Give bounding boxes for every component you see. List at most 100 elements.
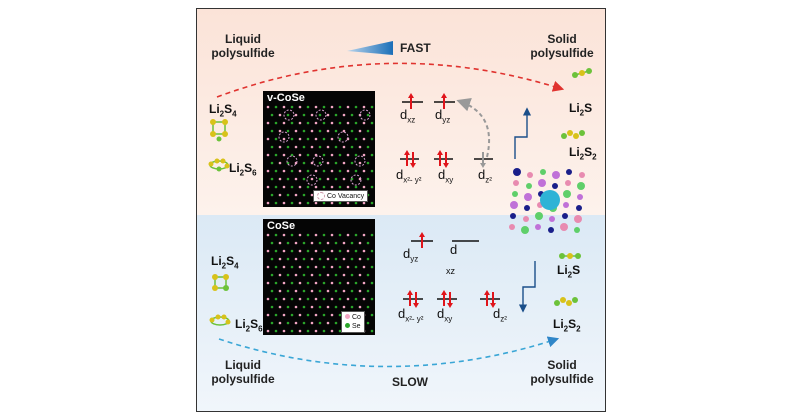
- lattice-atom: [278, 273, 282, 277]
- molecule-li2s6-bottom: [209, 314, 231, 326]
- lattice-atom: [282, 201, 286, 205]
- lattice-atom: [330, 201, 334, 205]
- cose-lattice: [266, 233, 374, 333]
- lattice-atom: [294, 129, 298, 133]
- lattice-atom: [310, 129, 314, 133]
- lattice-atom: [294, 241, 298, 245]
- lattice-atom: [358, 305, 362, 309]
- lattice-atom: [354, 153, 358, 157]
- lattice-atom: [334, 257, 338, 261]
- lattice-atom: [294, 145, 298, 149]
- lattice-atom: [354, 137, 358, 141]
- vcose-lattice: [266, 105, 374, 205]
- lattice-atom: [278, 321, 282, 325]
- cose-title: CoSe: [267, 220, 296, 232]
- lattice-atom: [354, 249, 358, 253]
- lattice-atom: [266, 169, 270, 173]
- crystal-atom: [510, 201, 518, 209]
- lattice-atom: [266, 265, 270, 269]
- lattice-atom: [318, 321, 322, 325]
- crystal-atom: [565, 180, 571, 186]
- lattice-atom: [298, 281, 302, 285]
- lattice-atom: [314, 281, 318, 285]
- lattice-atom: [366, 321, 370, 325]
- lattice-atom: [330, 233, 334, 237]
- lattice-atom: [302, 257, 306, 261]
- lattice-atom: [350, 241, 354, 245]
- lattice-atom: [270, 273, 274, 277]
- lattice-atom: [322, 201, 326, 205]
- lattice-atom: [366, 161, 370, 165]
- lattice-atom: [298, 249, 302, 253]
- lattice-atom: [298, 121, 302, 125]
- lattice-atom: [318, 241, 322, 245]
- lattice-atom: [366, 305, 370, 309]
- lattice-atom: [318, 289, 322, 293]
- lattice-atom: [294, 273, 298, 277]
- lattice-atom: [338, 105, 342, 109]
- lattice-atom: [338, 249, 342, 253]
- lattice-atom: [314, 297, 318, 301]
- lattice-atom: [286, 273, 290, 277]
- lattice-atom: [306, 201, 310, 205]
- crystal-atom: [535, 224, 541, 230]
- lattice-atom: [298, 169, 302, 173]
- vacancy-marker: [283, 109, 295, 121]
- lattice-atom: [290, 233, 294, 237]
- lattice-atom: [306, 329, 310, 333]
- bottom-li2s2-label: Li2S2: [553, 317, 581, 334]
- crystal-atom: [562, 213, 568, 219]
- crystal-atom: [510, 213, 516, 219]
- crystal-center-atom: [540, 190, 560, 210]
- lattice-atom: [358, 145, 362, 149]
- lattice-atom: [330, 121, 334, 125]
- lattice-atom: [334, 241, 338, 245]
- crystal-atom: [548, 227, 554, 233]
- lattice-atom: [330, 137, 334, 141]
- lattice-atom: [370, 185, 374, 189]
- top-li2s2-label: Li2S2: [569, 145, 597, 162]
- lattice-atom: [274, 313, 278, 317]
- lattice-atom: [338, 185, 342, 189]
- lattice-atom: [270, 241, 274, 245]
- top-orbital-levels: [400, 93, 493, 168]
- crystal-atom: [540, 169, 546, 175]
- lattice-atom: [362, 105, 366, 109]
- lattice-atom: [270, 305, 274, 309]
- top-li2s4-label: Li2S4: [209, 102, 237, 119]
- lattice-atom: [286, 257, 290, 261]
- lattice-atom: [274, 233, 278, 237]
- lattice-atom: [278, 193, 282, 197]
- lattice-atom: [270, 257, 274, 261]
- lattice-atom: [350, 129, 354, 133]
- lattice-atom: [346, 297, 350, 301]
- lattice-atom: [322, 105, 326, 109]
- lattice-atom: [366, 241, 370, 245]
- orbital-dxy-bottom: dxy: [437, 306, 453, 324]
- molecule-li2s-bottom: [559, 253, 581, 259]
- lattice-atom: [318, 145, 322, 149]
- lattice-atom: [342, 129, 346, 133]
- lattice-atom: [362, 233, 366, 237]
- lattice-atom: [338, 265, 342, 269]
- lattice-atom: [342, 177, 346, 181]
- lattice-atom: [270, 161, 274, 165]
- lattice-atom: [318, 161, 322, 165]
- lattice-atom: [274, 105, 278, 109]
- lattice-atom: [358, 273, 362, 277]
- se-atom-icon: [345, 323, 350, 328]
- lattice-atom: [290, 169, 294, 173]
- lattice-atom: [314, 153, 318, 157]
- co-vacancy-label: Co Vacancy: [326, 192, 365, 200]
- lattice-atom: [298, 313, 302, 317]
- lattice-atom: [306, 105, 310, 109]
- crystal-atom: [566, 169, 572, 175]
- lattice-atom: [354, 297, 358, 301]
- lattice-atom: [318, 113, 322, 117]
- lattice-atom: [330, 105, 334, 109]
- lattice-atom: [266, 153, 270, 157]
- lattice-atom: [302, 241, 306, 245]
- energy-down-arrow: [518, 261, 536, 313]
- lattice-atom: [370, 313, 374, 317]
- slow-path-arrow: [218, 336, 560, 368]
